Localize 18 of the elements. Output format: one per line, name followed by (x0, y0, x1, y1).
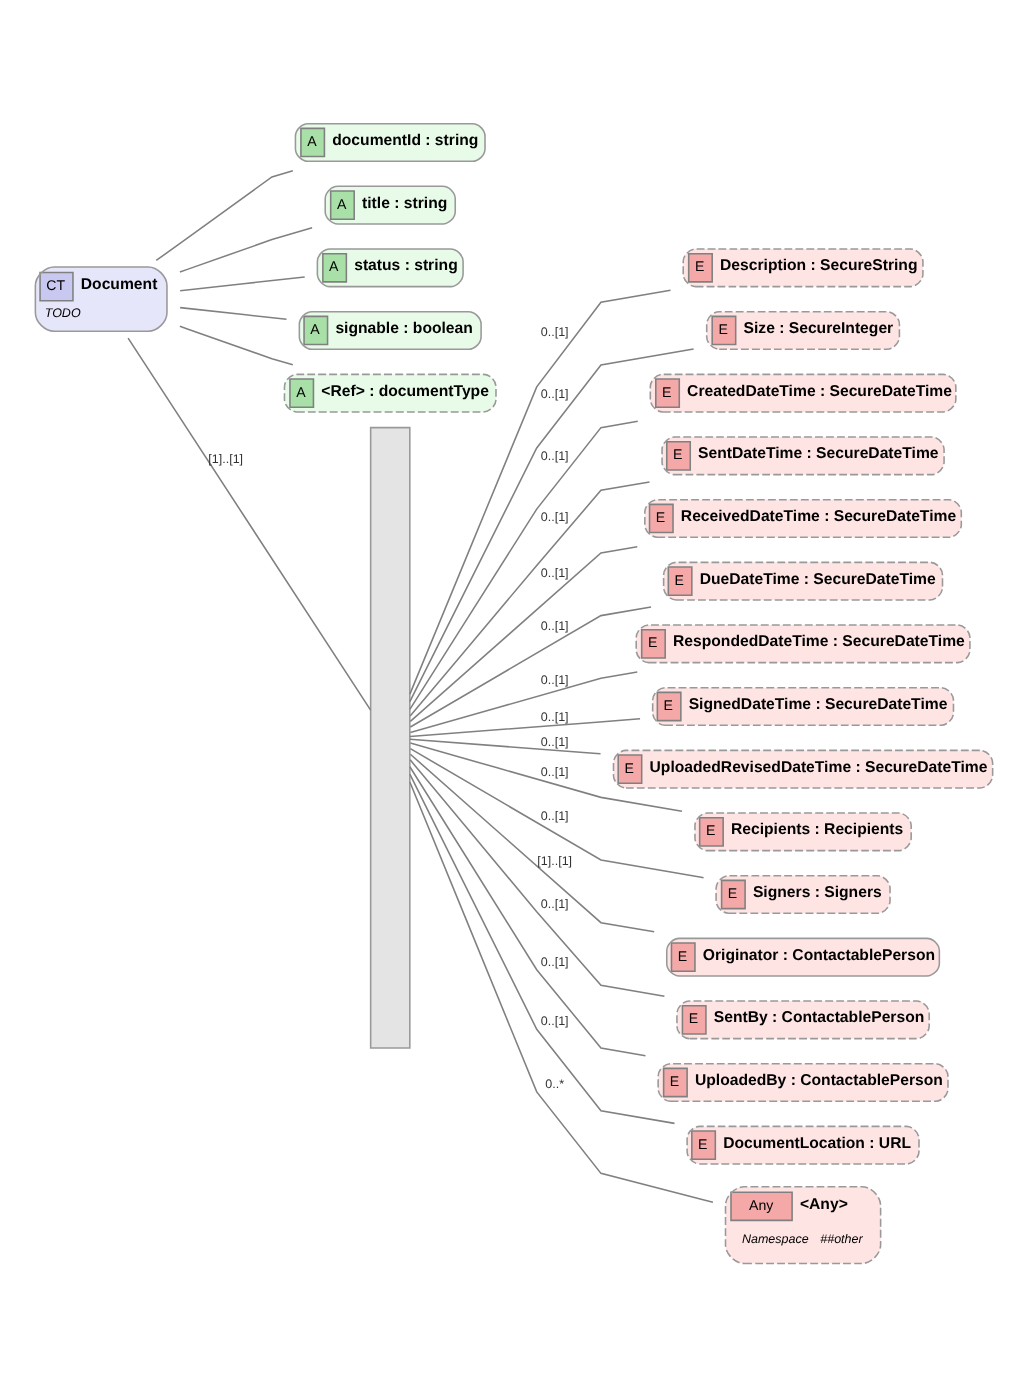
connector (409, 764, 647, 1056)
connector (409, 480, 651, 716)
connector (409, 741, 683, 812)
node-bar (369, 425, 411, 1048)
connector (179, 275, 306, 291)
connector (409, 605, 652, 727)
connector (409, 746, 705, 878)
connector (409, 544, 639, 722)
connector (409, 737, 602, 754)
connector (127, 336, 372, 710)
connector (179, 225, 313, 272)
connector (409, 772, 676, 1124)
connector (409, 419, 639, 710)
connector (179, 305, 288, 320)
connector (179, 324, 294, 365)
connector (155, 169, 294, 261)
connector (409, 717, 641, 737)
connector (409, 758, 666, 997)
